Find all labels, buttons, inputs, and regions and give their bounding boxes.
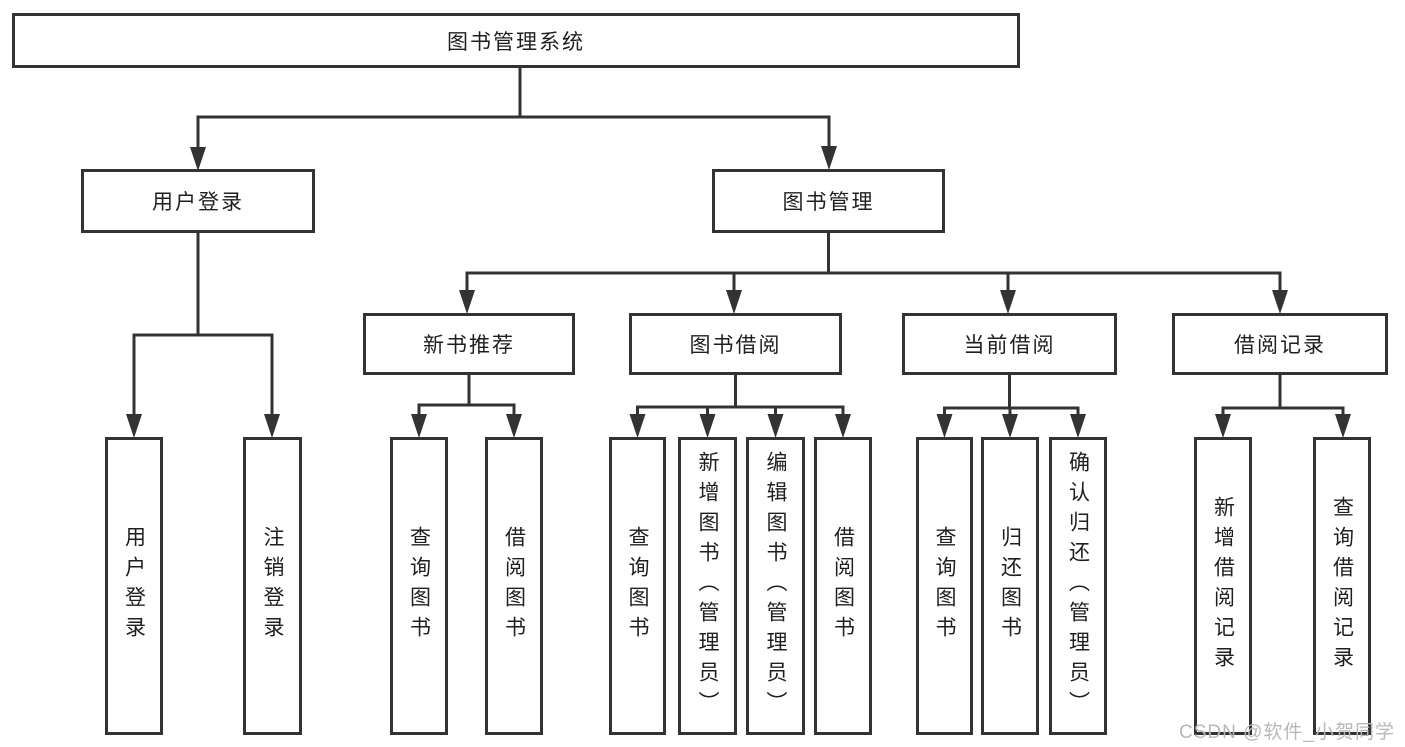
node-label: 借阅记录 [1234,334,1326,357]
node-current-borrowing: 当前借阅 [902,313,1117,375]
leaf-add-books-admin: 新增图书（管理员） [678,437,737,735]
leaf-query-books-recommend: 查询图书 [390,437,448,735]
node-book-management: 图书管理 [712,169,945,233]
leaf-query-books-current: 查询图书 [916,437,973,735]
leaf-edit-books-admin: 编辑图书（管理员） [746,437,805,735]
node-library-management-system: 图书管理系统 [12,13,1020,68]
node-label: 用户登录 [152,191,244,214]
node-book-borrowing: 图书借阅 [629,313,842,375]
node-label: 图书管理系统 [447,30,585,54]
leaf-query-borrow-record: 查询借阅记录 [1313,437,1371,735]
csdn-watermark: CSDN @软件_小贺同学 [1179,722,1395,743]
node-new-book-recommendation: 新书推荐 [363,313,575,375]
leaf-borrow-books: 借阅图书 [814,437,872,735]
node-user-login: 用户登录 [81,169,315,233]
leaf-add-borrow-record: 新增借阅记录 [1194,437,1252,735]
leaf-user-login: 用户登录 [105,437,163,735]
leaf-confirm-return-admin: 确认归还（管理员） [1049,437,1107,735]
node-label: 图书借阅 [689,334,782,357]
node-label: 新书推荐 [423,334,515,357]
leaf-borrow-books-recommend: 借阅图书 [485,437,543,735]
leaf-return-books: 归还图书 [981,437,1039,735]
leaf-query-books-borrow: 查询图书 [609,437,666,735]
node-label: 图书管理 [782,191,875,214]
leaf-logout: 注销登录 [243,437,302,735]
node-borrowing-records: 借阅记录 [1172,313,1388,375]
node-label: 当前借阅 [963,334,1056,357]
